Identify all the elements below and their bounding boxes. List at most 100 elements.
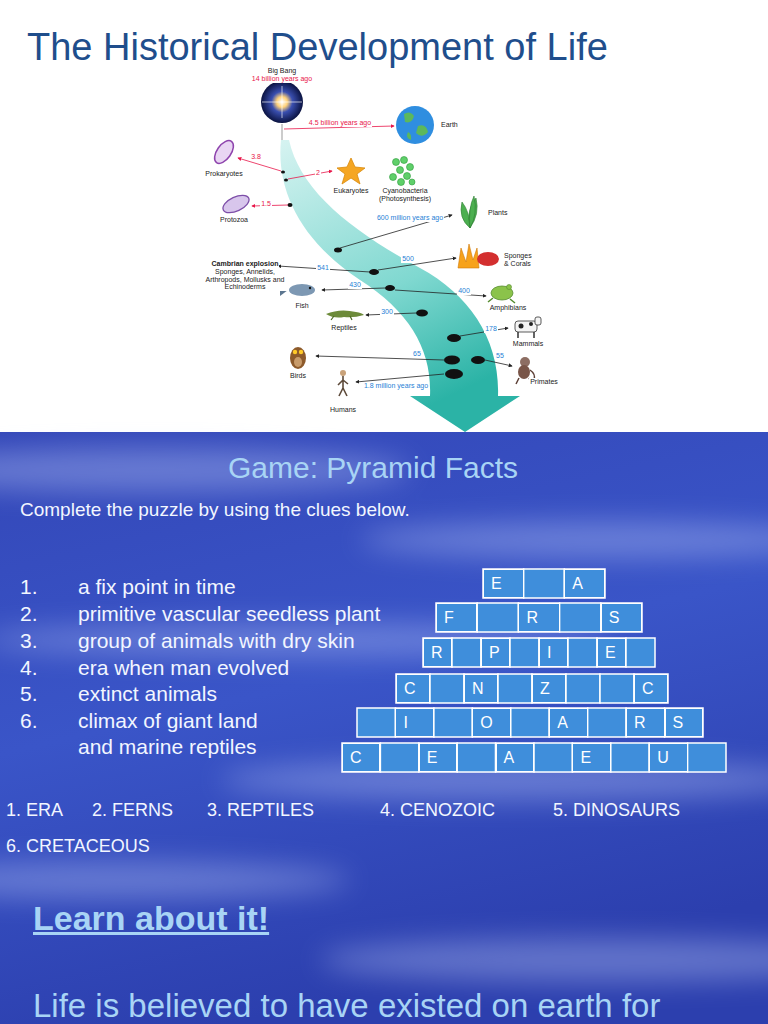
puzzle-cell (665, 708, 703, 737)
puzzle-letter-cell: F (436, 603, 477, 632)
puzzle-cell (483, 569, 524, 598)
puzzle-cell (430, 674, 464, 703)
puzzle-letter-cell: A (496, 743, 534, 772)
puzzle-cell (496, 743, 534, 772)
organism-label: Amphibians (489, 304, 528, 312)
puzzle-cell (434, 708, 472, 737)
puzzle-cell (649, 743, 687, 772)
clue-text: group of animals with dry skin (78, 628, 355, 654)
year-number: 300 (380, 308, 394, 316)
year-number: 2 (315, 169, 321, 177)
puzzle-letter-cell: P (481, 638, 510, 667)
puzzle-letter-cell: I (395, 708, 433, 737)
puzzle-letter: E (491, 575, 502, 593)
puzzle-cell (395, 708, 433, 737)
puzzle-letter: E (605, 644, 616, 662)
puzzle-cell (436, 603, 477, 632)
answer-text: 1. ERA (6, 800, 63, 822)
puzzle-letter-cell: C (396, 674, 430, 703)
puzzle-cell (560, 603, 601, 632)
puzzle-cell (634, 674, 668, 703)
puzzle-letter: E (580, 749, 591, 767)
puzzle-letter: A (504, 749, 515, 767)
clue-number: 3. (20, 628, 38, 654)
year-number: 55 (495, 352, 505, 360)
puzzle-cell (572, 743, 610, 772)
puzzle-letter-cell: E (572, 743, 610, 772)
puzzle-cell (566, 674, 600, 703)
organism-label: Sponges, Annelids, Arthropods, Mollusks … (202, 268, 288, 291)
puzzle-cell (688, 743, 726, 772)
organism-label: Prokaryotes (204, 170, 243, 178)
year-number: 14 billion years ago (251, 75, 313, 83)
puzzle-letter: I (403, 714, 407, 732)
puzzle-cell (532, 674, 566, 703)
puzzle-cell (534, 743, 572, 772)
puzzle-cell (498, 674, 532, 703)
puzzle-cell (564, 569, 605, 598)
body-text: Life is believed to have existed on eart… (33, 986, 660, 1024)
puzzle-cell (588, 708, 626, 737)
puzzle-cell (626, 638, 655, 667)
puzzle-cell (472, 708, 510, 737)
organism-label: Primates (529, 378, 559, 386)
puzzle-letter: C (350, 749, 362, 767)
puzzle-cell (568, 638, 597, 667)
puzzle-cell (481, 638, 510, 667)
puzzle-letter: N (472, 680, 484, 698)
puzzle-cell (477, 603, 518, 632)
puzzle-letter-cell: R (626, 708, 664, 737)
puzzle-letter-cell: R (423, 638, 452, 667)
puzzle-cell (457, 743, 495, 772)
puzzle-letter-cell: C (342, 743, 380, 772)
year-number: 4.5 billion years ago (308, 119, 372, 127)
puzzle-cell (511, 708, 549, 737)
puzzle-cell (549, 708, 587, 737)
puzzle-letter-cell: R (518, 603, 559, 632)
puzzle-letter: C (642, 680, 654, 698)
puzzle-letter-cell: O (472, 708, 510, 737)
year-number: 65 (412, 350, 422, 358)
puzzle-letter: S (673, 714, 684, 732)
organism-label: Eukaryotes (332, 187, 369, 195)
puzzle-letter-cell: A (549, 708, 587, 737)
puzzle-letter: E (427, 749, 438, 767)
puzzle-cell (464, 674, 498, 703)
answer-text: 4. CENOZOIC (380, 800, 495, 822)
section-heading: Game: Pyramid Facts (228, 450, 518, 487)
puzzle-letter-cell: U (649, 743, 687, 772)
timeline-illustration (211, 81, 541, 432)
puzzle-letter-cell: E (597, 638, 626, 667)
puzzle-letter: F (444, 609, 454, 627)
organism-label: Birds (289, 372, 307, 380)
year-number: 400 (457, 287, 471, 295)
answer-text: 2. FERNS (92, 800, 173, 822)
puzzle-cell (342, 743, 380, 772)
puzzle-letter: S (609, 609, 620, 627)
organism-label: Humans (329, 406, 357, 414)
puzzle-cell (510, 638, 539, 667)
puzzle-letter: Z (540, 680, 550, 698)
clue-number: 4. (20, 655, 38, 681)
clue-number: 1. (20, 574, 38, 600)
organism-label: Protozoa (219, 216, 249, 224)
era-label: 1.8 million years ago (363, 382, 429, 390)
puzzle-cell (611, 743, 649, 772)
puzzle-letter-cell: N (464, 674, 498, 703)
puzzle-letter: R (634, 714, 646, 732)
puzzle-cell (380, 743, 418, 772)
year-number: 541 (316, 264, 330, 272)
puzzle-letter: A (572, 575, 583, 593)
puzzle-cell (518, 603, 559, 632)
puzzle-cell (600, 674, 634, 703)
puzzle-letter: R (431, 644, 443, 662)
era-label: 600 million years ago (376, 214, 444, 222)
instruction-text: Complete the puzzle by using the clues b… (20, 498, 410, 521)
organism-label: Mammals (512, 340, 544, 348)
puzzle-letter-cell: S (665, 708, 703, 737)
answer-text: 3. REPTILES (207, 800, 314, 822)
puzzle-cell (423, 638, 452, 667)
organism-label: Earth (440, 121, 459, 129)
organism-label: Cyanobacteria (Photosynthesis) (373, 187, 437, 202)
puzzle-cell (597, 638, 626, 667)
